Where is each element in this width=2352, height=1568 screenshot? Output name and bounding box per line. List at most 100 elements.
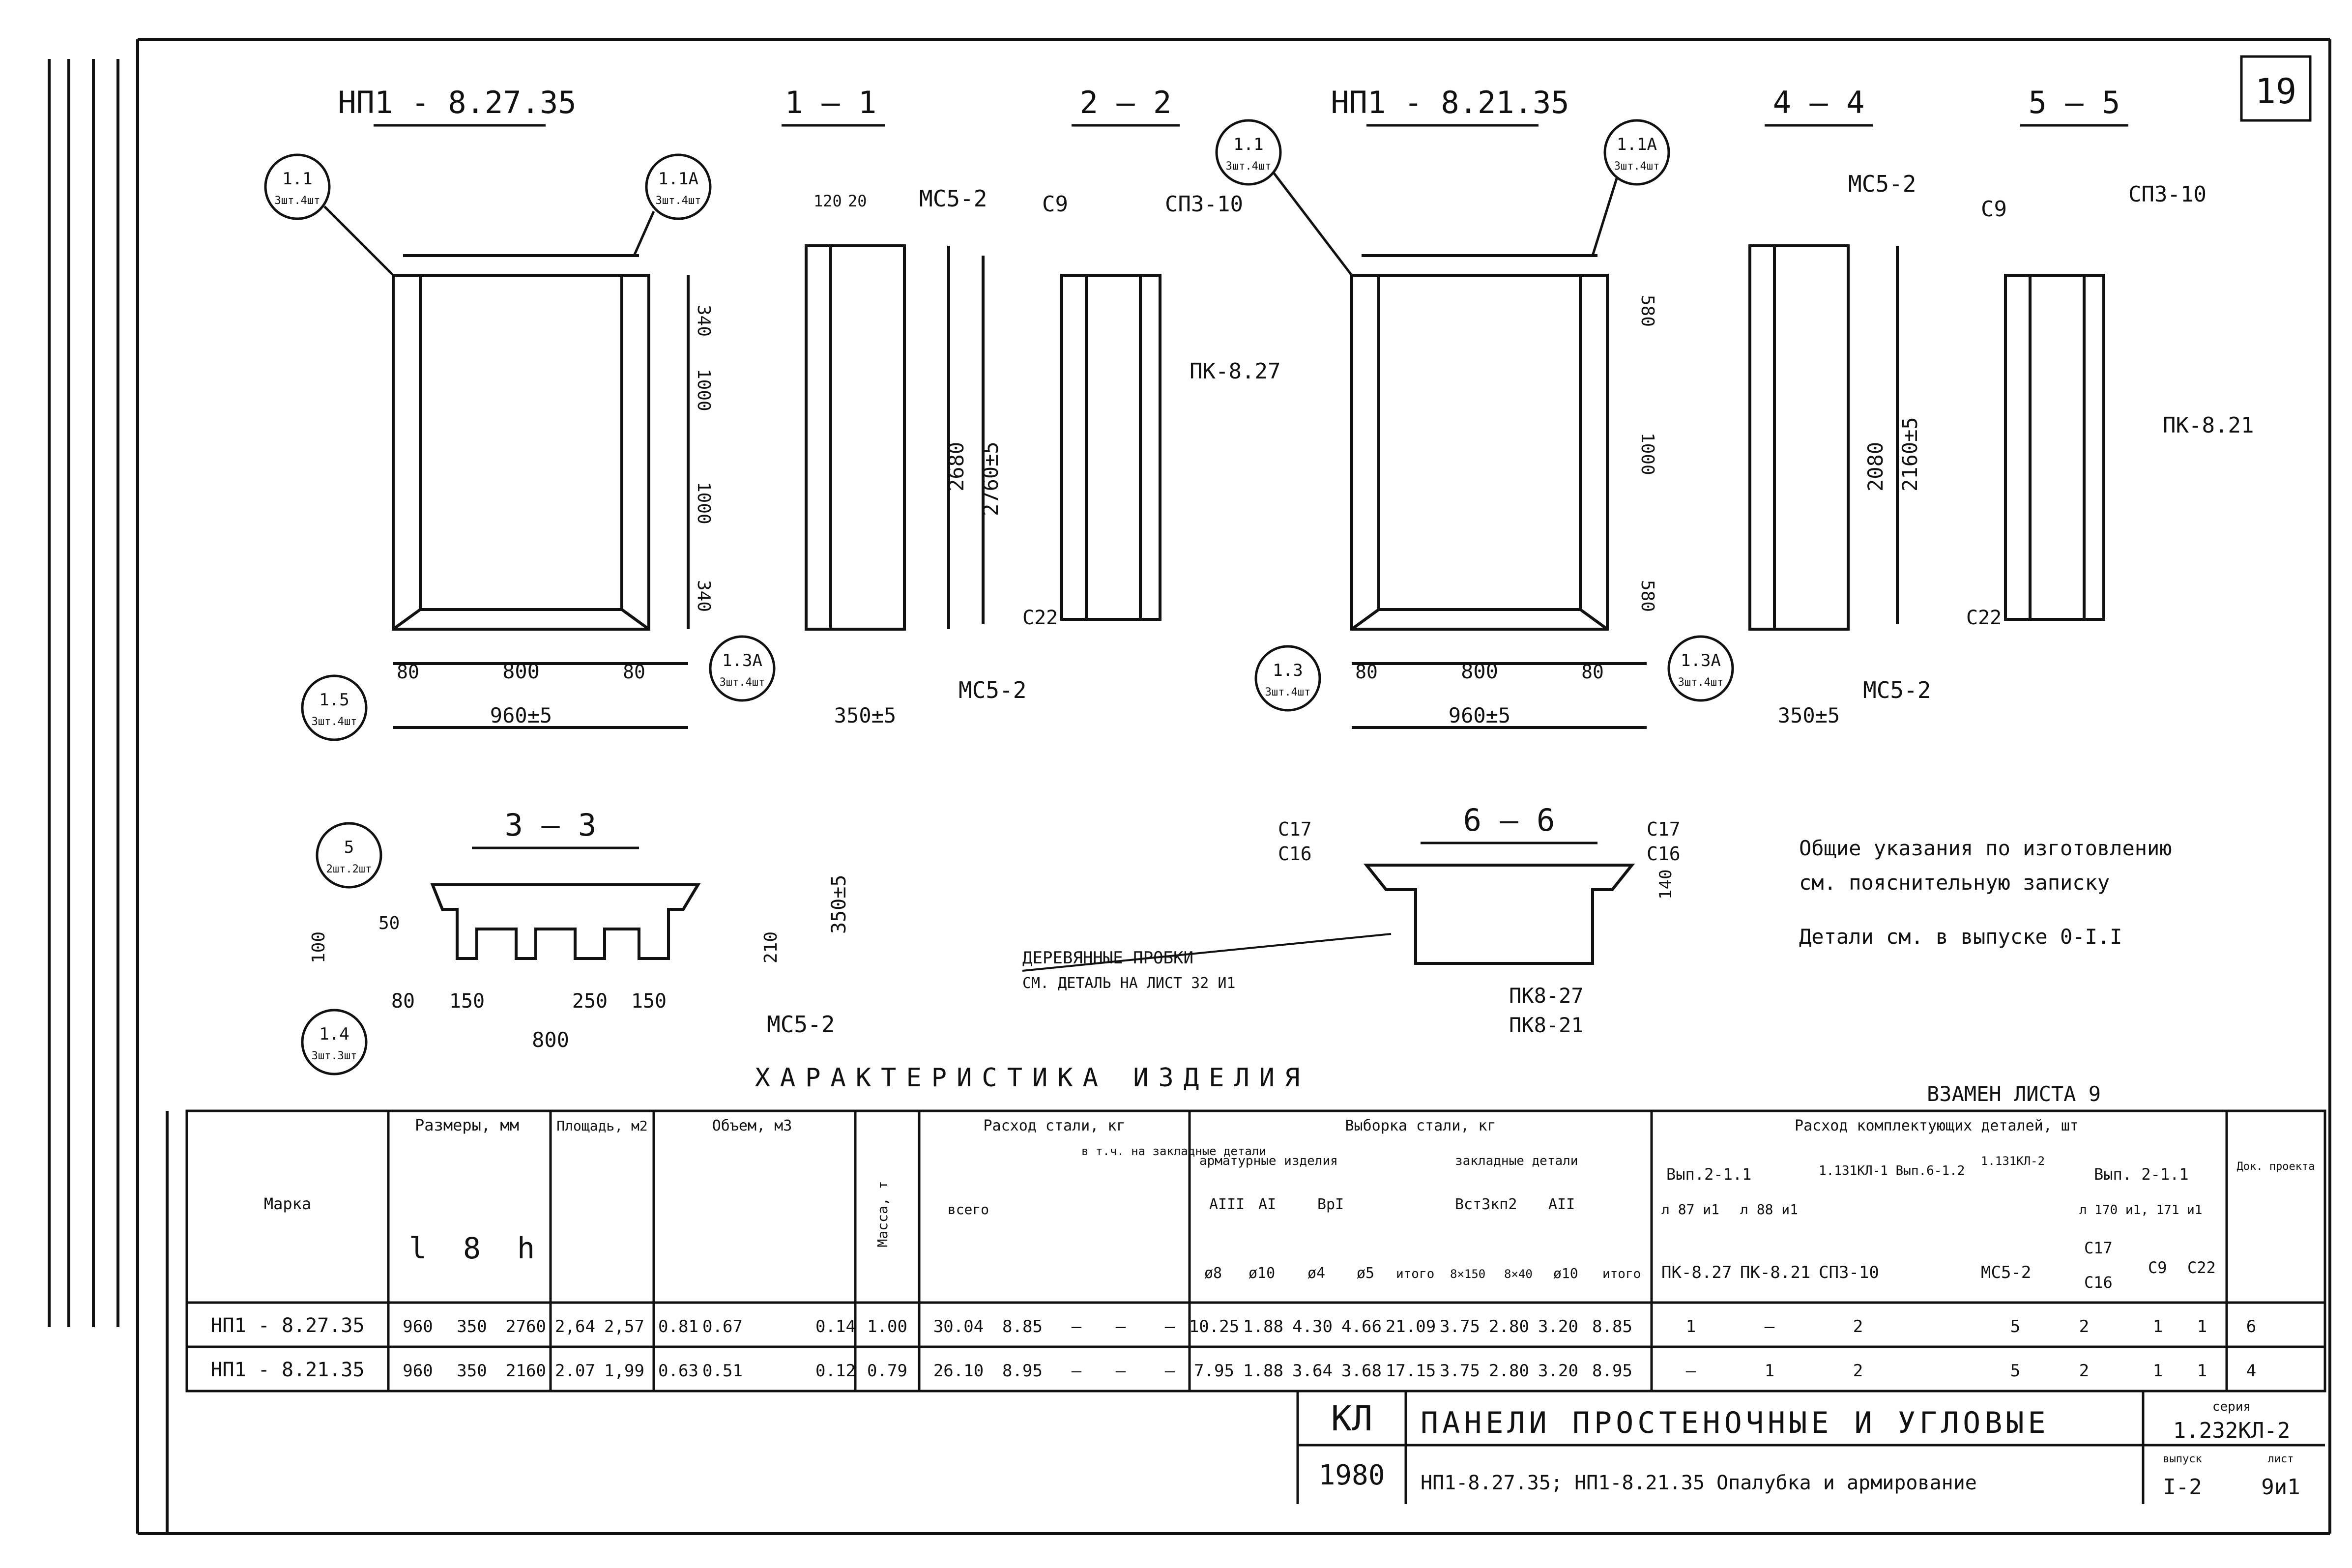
label-sp3-10: СП3-10 [1165,192,1243,217]
table-cell-s4: 3.68 [1341,1361,1382,1381]
label-mc5-2-top: МС5-2 [1848,171,1916,197]
view-section-4-4: 4 — 4 МС5-2 МС5-2 2080 2160±5 350±5 [1748,85,1931,727]
table-cell-k2: 1 [1765,1361,1774,1381]
view-section-5-5: 5 — 5 С9 СП3-10 ПК-8.21 С22 [1966,85,2254,629]
table-cell-k3: 2 [1853,1317,1863,1336]
table-cell-k2: – [1765,1317,1775,1336]
view-section-3-3: 3 — 3 5 2шт.2шт 1.4 3шт.3шт 80 150 250 1… [301,807,850,1075]
dim-2080: 2080 [1863,442,1887,492]
dim-2160: 2160±5 [1898,417,1922,492]
view-title: 5 — 5 [2029,85,2120,120]
table-cell-k5: 2 [2079,1317,2089,1336]
view-np1-8-21-35: НП1 - 8.21.35 1.1 3шт.4шт 1.1А 3шт.4шт 1… [1215,85,1734,729]
table-cell-h: 2160 [506,1361,546,1381]
tb-vyp: I-2 [2163,1475,2202,1500]
callout-5: 5 [344,838,354,857]
table-cell-v2: 0.67 [702,1317,743,1336]
table-cell-tot: 30.04 [933,1317,984,1336]
table-cell-e3: — [1116,1317,1126,1336]
table-cell-a2: 1,99 [604,1361,644,1381]
col-a1: АI [1258,1196,1276,1213]
view-title: НП1 - 8.27.35 [338,85,576,120]
table-cell-z4: 8.95 [1592,1361,1632,1381]
callout-1-1-qty: 3шт.4шт [275,195,320,207]
table-cell-z1: 3.75 [1440,1361,1480,1381]
callout-1-4-qty: 3шт.3шт [312,1050,357,1062]
dim-800: 800 [1461,659,1498,683]
callout-1-5: 1.5 [319,690,349,710]
label-pk8-21: ПК8-21 [1509,1013,1584,1037]
table-cell-k5: 2 [2079,1361,2089,1381]
h-area: Площадь, м2 [556,1118,647,1134]
dim-350-v: 350±5 [828,875,850,934]
table-cell-s5: 17.15 [1386,1361,1436,1381]
tb-list-label: лист [2268,1453,2294,1465]
label-pk-8-21: ПК-8.21 [2163,413,2254,438]
view-title: 1 — 1 [785,85,877,120]
table-cell-e1: 8.95 [1002,1361,1043,1381]
h-h: h [517,1231,535,1266]
label-c22: С22 [1022,607,1058,629]
dim-150: 150 [449,990,485,1013]
table-cell-z3: 3.20 [1538,1317,1578,1336]
callout-1-5-qty: 3шт.4шт [312,716,357,728]
tb-year: 1980 [1319,1459,1385,1491]
view-section-1-1: 1 — 1 МС5-2 МС5-2 120 20 2680 2760±5 350… [782,85,1026,727]
callout-1-1a-qty: 3шт.4шт [1614,160,1660,173]
callout-1-1a: 1.1А [1617,135,1657,154]
label-c17-right: С17 [1647,818,1681,840]
k-88: л 88 и1 [1740,1201,1798,1218]
view-section-6-6: 6 — 6 С17 С16 С17 С16 140 ДЕРЕВЯННЫЕ ПРО… [1022,802,1681,1037]
h-kompl: Расход комплектующих деталей, шт [1795,1117,2079,1134]
h-docs: Док. проекта [2237,1161,2315,1173]
view-title: 2 — 2 [1080,85,1172,120]
dim-580-bottom: 580 [1637,580,1657,612]
table-cell-k6: 1 [2153,1361,2163,1381]
table-cell-z4: 8.85 [1592,1317,1632,1336]
table-cell-v1: 0.63 [658,1361,698,1381]
table-cell-a2: 2,57 [604,1317,644,1336]
col-d5: ø5 [1357,1265,1374,1282]
h-vol: Объем, м3 [712,1117,792,1134]
table-cell-a1: 2.07 [555,1361,595,1381]
table-cell-k1: – [1686,1361,1696,1381]
table-cell-e4: — [1165,1361,1175,1381]
label-c16-right: С16 [1647,843,1681,865]
k-c16: С16 [2084,1273,2113,1292]
col-d8: ø8 [1204,1265,1222,1282]
dim-340-top: 340 [694,305,714,337]
label-wood-plugs: ДЕРЕВЯННЫЕ ПРОБКИ [1022,948,1193,968]
table-cell-k8: 6 [2246,1317,2256,1336]
table-cell-k8: 4 [2246,1361,2256,1381]
dim-1000: 1000 [1637,433,1657,475]
label-sp3-10: СП3-10 [2128,182,2207,207]
h-sel: Выборка стали, кг [1345,1117,1496,1134]
h-zd: закладные детали [1455,1154,1578,1168]
title-block: КЛ ПАНЕЛИ ПРОСТЕНОЧНЫЕ И УГЛОВЫЕ 1980 НП… [1319,1398,2300,1500]
callout-1-3a: 1.3А [1681,651,1721,670]
label-c16-left: С16 [1278,843,1312,865]
dim-350: 350±5 [834,703,896,727]
dim-80-left: 80 [1355,661,1378,683]
k-sp310: СП3-10 [1819,1263,1879,1282]
h-dims: Размеры, мм [415,1116,519,1134]
table-cell-mark: НП1 - 8.21.35 [210,1359,364,1381]
table-cell-m: 0.79 [867,1361,907,1381]
table-cell-k7: 1 [2197,1361,2207,1381]
h-mass: Масса, т [874,1181,891,1248]
table-cell-v4: 0.12 [815,1361,856,1381]
table-cell-mark: НП1 - 8.27.35 [210,1314,364,1337]
label-pk-8-27: ПК-8.27 [1190,359,1280,384]
tb-kl: КЛ [1331,1398,1372,1439]
dim-340-bottom: 340 [694,580,714,612]
dim-1000-a: 1000 [694,369,714,411]
table-cell-k4: 5 [2010,1317,2020,1336]
dim-580-top: 580 [1637,295,1657,327]
tb-subtitle: НП1-8.27.35; НП1-8.21.35 Опалубка и арми… [1421,1472,1977,1494]
col-vst: Вст3кп2 [1455,1196,1517,1213]
label-mc5-2-top: МС5-2 [919,185,987,212]
tb-seria: 1.232КЛ-2 [2173,1418,2290,1443]
h-steel: Расход стали, кг [984,1117,1126,1134]
table-cell-b: 350 [457,1317,487,1336]
